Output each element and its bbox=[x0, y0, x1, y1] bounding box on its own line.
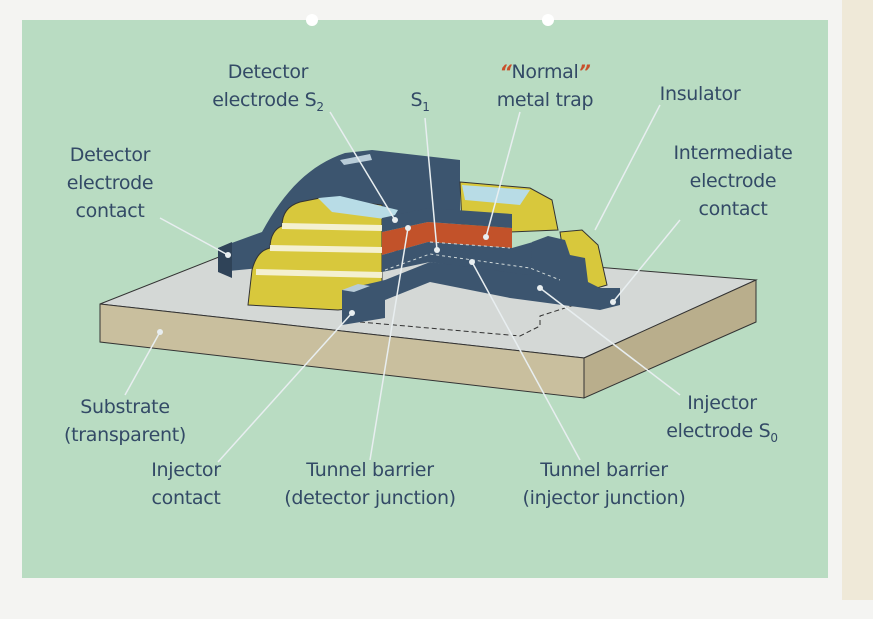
label-tunnel-barrier-detector: Tunnel barrier (detector junction) bbox=[284, 456, 456, 512]
label-substrate: Substrate (transparent) bbox=[64, 393, 186, 449]
label-text: Injector bbox=[151, 459, 221, 481]
label-text: Intermediate bbox=[673, 142, 793, 164]
label-text: contact bbox=[151, 487, 221, 509]
quote-mark: “ bbox=[499, 61, 512, 83]
label-text: Detector bbox=[69, 144, 151, 166]
label-text: Substrate bbox=[80, 396, 170, 418]
label-text: Tunnel barrier bbox=[540, 459, 668, 481]
label-text: electrode S bbox=[212, 89, 317, 111]
label-intermediate-electrode-contact: Intermediate electrode contact bbox=[674, 139, 793, 223]
label-insulator: Insulator bbox=[659, 83, 741, 105]
leader-lines bbox=[124, 104, 681, 463]
label-text: S bbox=[410, 89, 423, 111]
label-text: (detector junction) bbox=[284, 487, 456, 509]
electrode-s1 bbox=[382, 208, 545, 280]
label-normal-metal-trap: “Normal” metal trap bbox=[497, 58, 594, 114]
label-text: electrode bbox=[689, 170, 777, 192]
label-text: metal trap bbox=[496, 89, 594, 111]
label-text: electrode S bbox=[666, 420, 771, 442]
label-text: contact bbox=[75, 200, 145, 222]
subscript: 2 bbox=[316, 99, 324, 114]
label-text: Tunnel barrier bbox=[306, 459, 434, 481]
label-tunnel-barrier-injector: Tunnel barrier (injector junction) bbox=[523, 456, 686, 512]
label-detector-electrode-contact: Detector electrode contact bbox=[67, 141, 154, 225]
label-injector-electrode-s0: Injector electrode S0 bbox=[666, 389, 778, 452]
label-detector-electrode-s2: Detector electrode S2 bbox=[212, 58, 324, 121]
label-text: Normal bbox=[511, 61, 579, 83]
injector-electrode-s0 bbox=[342, 236, 620, 325]
leader-dots bbox=[157, 217, 616, 335]
binder-hole bbox=[306, 14, 318, 26]
label-text: contact bbox=[698, 198, 768, 220]
subscript: 1 bbox=[422, 99, 430, 114]
label-text: (injector junction) bbox=[522, 487, 686, 509]
insulator-left bbox=[247, 196, 398, 311]
label-text: (transparent) bbox=[63, 424, 187, 446]
label-s1: S1 bbox=[410, 86, 429, 121]
label-text: electrode bbox=[66, 172, 154, 194]
label-text: Injector bbox=[687, 392, 757, 414]
quote-mark: ” bbox=[578, 61, 591, 83]
subscript: 0 bbox=[770, 430, 778, 445]
normal-metal-trap bbox=[382, 222, 512, 255]
binder-hole bbox=[542, 14, 554, 26]
label-text: Detector bbox=[227, 61, 309, 83]
page-edge-strip bbox=[842, 0, 873, 600]
label-injector-contact: Injector contact bbox=[151, 456, 221, 512]
